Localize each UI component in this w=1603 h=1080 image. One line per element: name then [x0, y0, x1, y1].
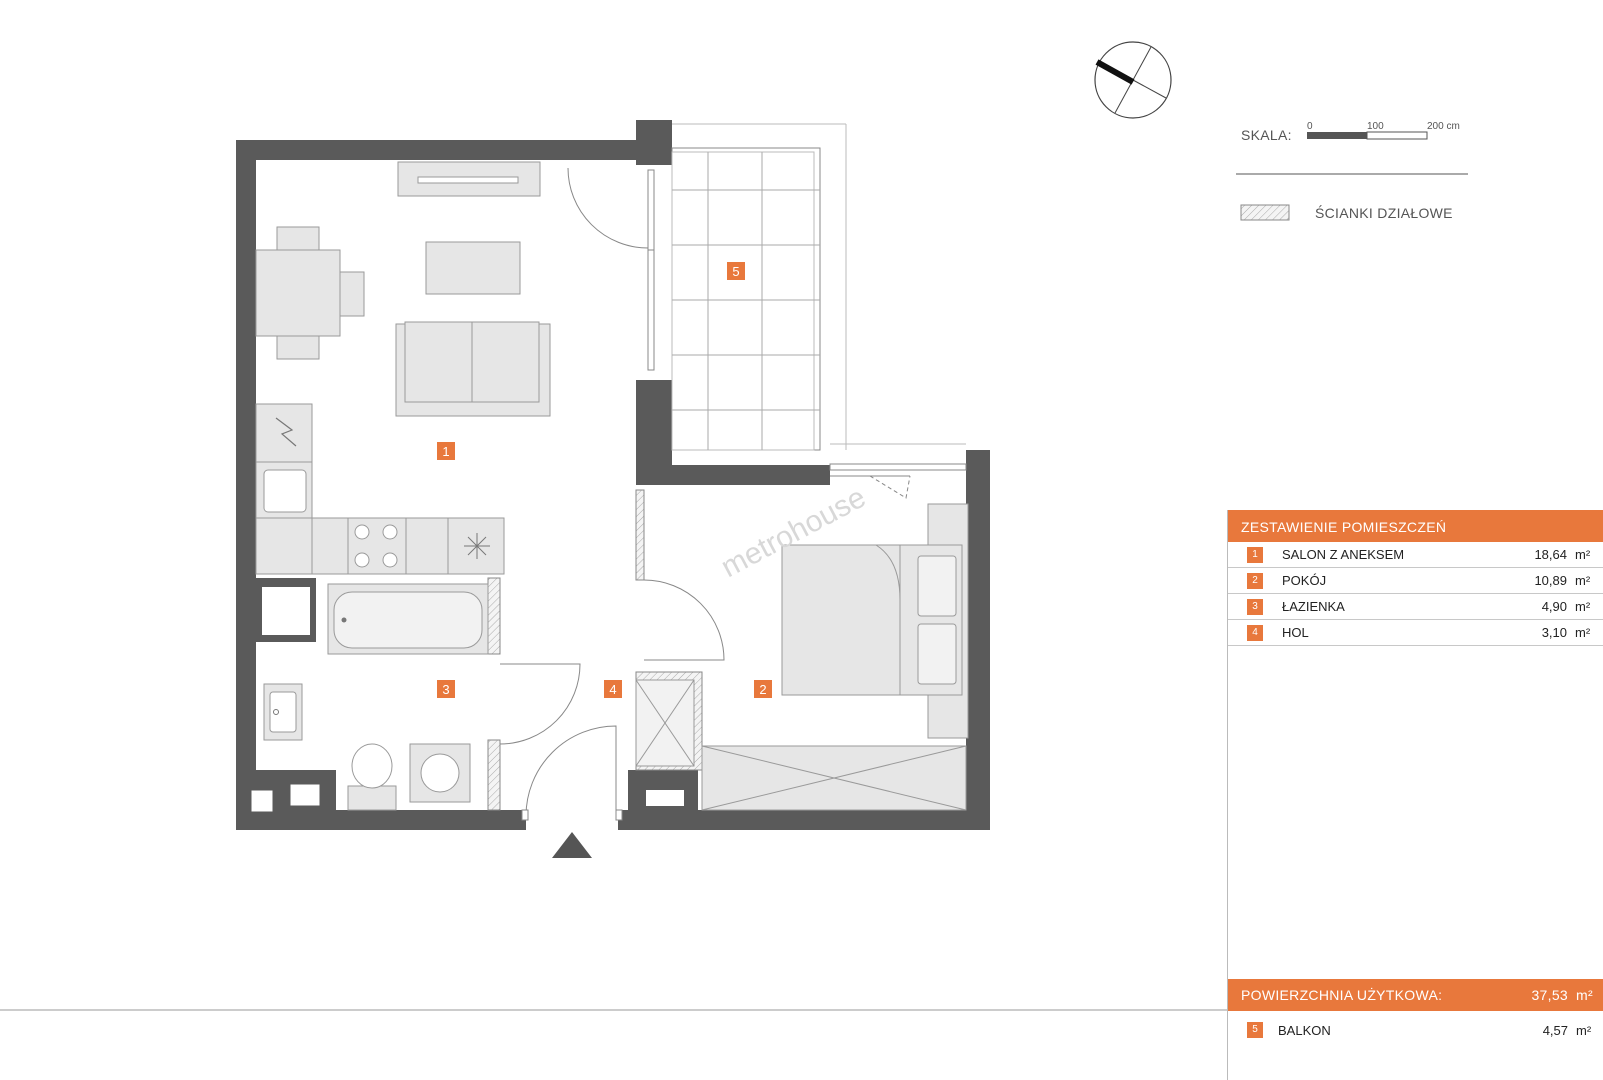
bathroom-fixtures: [263, 583, 489, 811]
bedroom-furniture: [635, 503, 969, 811]
row-unit: m²: [1575, 573, 1591, 588]
row-name: HOL: [1282, 625, 1309, 640]
entrance-arrow-icon: [552, 832, 592, 858]
door-swing: [499, 663, 581, 745]
table-row: 4 HOL 3,10 m²: [1228, 620, 1603, 646]
door-swing: [643, 579, 725, 661]
scale-label: SKALA:: [1241, 127, 1292, 143]
row-name: SALON Z ANEKSEM: [1282, 547, 1405, 562]
balcony: [647, 123, 847, 451]
room-label-5: 5: [732, 264, 739, 279]
row-number: 2: [1247, 572, 1263, 589]
compass-icon: [1094, 41, 1172, 119]
room-label-3: 3: [442, 682, 449, 697]
partition-legend-label: ŚCIANKI DZIAŁOWE: [1315, 205, 1453, 221]
row-number: 4: [1247, 624, 1263, 641]
total-area-unit: m²: [1576, 987, 1593, 1003]
table-row: 2 POKÓJ 10,89 m²: [1228, 568, 1603, 594]
extractor-icon: [464, 533, 490, 559]
door-swing: [567, 167, 649, 249]
row-area: 18,64: [1534, 547, 1567, 562]
furniture: [255, 161, 551, 575]
total-area-label: POWIERZCHNIA UŻYTKOWA:: [1241, 987, 1443, 1003]
row-name: ŁAZIENKA: [1282, 599, 1345, 614]
row-number: 1: [1247, 546, 1263, 563]
walls: [236, 120, 990, 830]
row-area: 4,90: [1541, 599, 1567, 614]
room-label-2: 2: [759, 682, 766, 697]
row-number: 5: [1247, 1022, 1263, 1038]
rooms-table: ZESTAWIENIE POMIESZCZEŃ 1 SALON Z ANEKSE…: [1227, 510, 1603, 1080]
room-label-1: 1: [442, 444, 449, 459]
table-row: 1 SALON Z ANEKSEM 18,64 m²: [1228, 542, 1603, 568]
rooms-table-title: ZESTAWIENIE POMIESZCZEŃ: [1228, 510, 1603, 542]
total-area-value: 37,53: [1531, 987, 1568, 1003]
room-label-4: 4: [609, 682, 616, 697]
table-row: 3 ŁAZIENKA 4,90 m²: [1228, 594, 1603, 620]
door-swing: [525, 725, 617, 817]
row-name: POKÓJ: [1282, 573, 1327, 588]
partition-swatch: [1240, 204, 1290, 221]
row-number: 3: [1247, 598, 1263, 615]
scale-tick-100: 100: [1367, 121, 1384, 132]
total-area-bar: POWIERZCHNIA UŻYTKOWA: 37,53 m²: [1228, 979, 1603, 1011]
scale-bar: [1307, 131, 1428, 140]
row-unit: m²: [1575, 547, 1591, 562]
row-area: 4,57: [1542, 1022, 1568, 1038]
balcony-row: 5 BALKON 4,57 m²: [1228, 1016, 1603, 1044]
row-unit: m²: [1576, 1022, 1592, 1038]
row-unit: m²: [1575, 625, 1591, 640]
scale-tick-0: 0: [1307, 121, 1313, 132]
room-markers: 1 2 3 4 5: [437, 262, 772, 698]
row-name: BALKON: [1278, 1022, 1331, 1038]
row-area: 10,89: [1534, 573, 1567, 588]
scale-tick-200: 200 cm: [1427, 121, 1460, 132]
row-unit: m²: [1575, 599, 1591, 614]
row-area: 3,10: [1541, 625, 1567, 640]
fridge-icon: [275, 417, 297, 447]
